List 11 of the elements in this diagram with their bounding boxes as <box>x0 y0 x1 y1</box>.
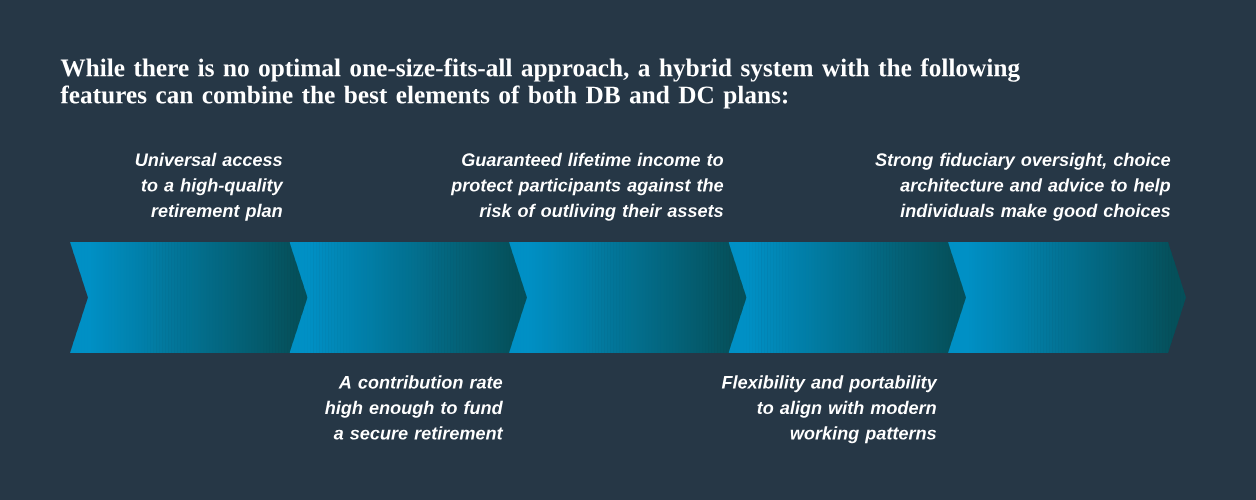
caption-text: Guaranteed lifetime income to protect participants against the risk of outliving their assets <box>450 152 724 221</box>
title: While there is no optimal one-size-fits-all approach, a hybrid system with the following features can combine the best elements of both DB and DC plans: <box>60 58 1020 109</box>
caption-text: Strong fiduciary oversight, choice architecture and advice to help individuals make good choices <box>875 152 1171 221</box>
caption-text: Universal access to a high-quality retirement plan <box>135 152 284 221</box>
caption-text: Flexibility and portability to align with modern working patterns <box>721 375 938 444</box>
process-step <box>509 242 747 353</box>
process-step <box>728 242 967 353</box>
caption-text: A contribution rate high enough to fund a secure retirement <box>325 375 504 440</box>
process-step <box>289 242 528 353</box>
process-step <box>948 242 1186 353</box>
process-step <box>70 242 308 353</box>
